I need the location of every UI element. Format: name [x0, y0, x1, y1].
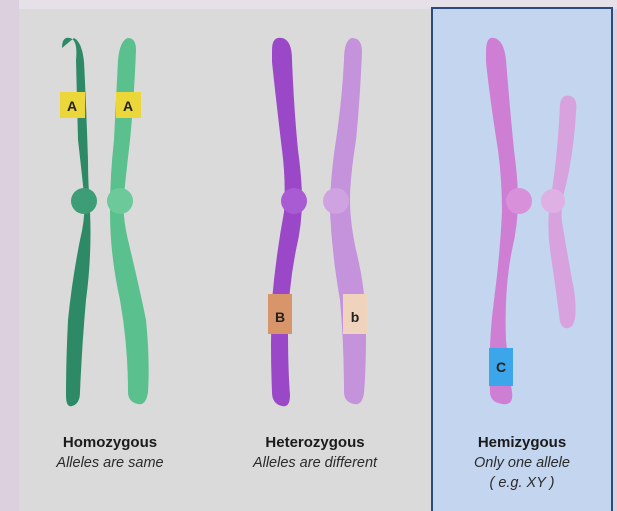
- homozygous-title: Homozygous: [20, 433, 200, 453]
- hemizygous-example: ( e.g. XY ): [433, 473, 611, 493]
- hemizygous-caption: Hemizygous Only one allele ( e.g. XY ): [433, 433, 611, 493]
- heterozygous-chromosome-right: [323, 38, 367, 404]
- centromere-right: [107, 188, 133, 214]
- allele-label: B: [275, 309, 285, 325]
- centromere-y: [541, 189, 565, 213]
- homozygous-chromosome-right: [107, 38, 149, 404]
- centromere-left: [281, 188, 307, 214]
- hemizygous-x-chromosome: [486, 38, 532, 404]
- centromere-x: [506, 188, 532, 214]
- hemizygous-y-chromosome: [541, 96, 576, 329]
- allele-label: C: [496, 359, 506, 375]
- hemizygous-subtitle: Only one allele: [433, 453, 611, 473]
- homozygous-caption: Homozygous Alleles are same: [20, 433, 200, 473]
- heterozygous-caption: Heterozygous Alleles are different: [225, 433, 405, 473]
- allele-label: A: [67, 98, 77, 114]
- hemizygous-title: Hemizygous: [433, 433, 611, 453]
- allele-label: A: [123, 98, 133, 114]
- homozygous-subtitle: Alleles are same: [20, 453, 200, 473]
- heterozygous-title: Heterozygous: [225, 433, 405, 453]
- centromere-right: [323, 188, 349, 214]
- heterozygous-chromosome-left: [268, 38, 307, 407]
- allele-label: b: [351, 309, 360, 325]
- centromere-left: [71, 188, 97, 214]
- homozygous-chromosome-left: [60, 38, 97, 407]
- heterozygous-subtitle: Alleles are different: [225, 453, 405, 473]
